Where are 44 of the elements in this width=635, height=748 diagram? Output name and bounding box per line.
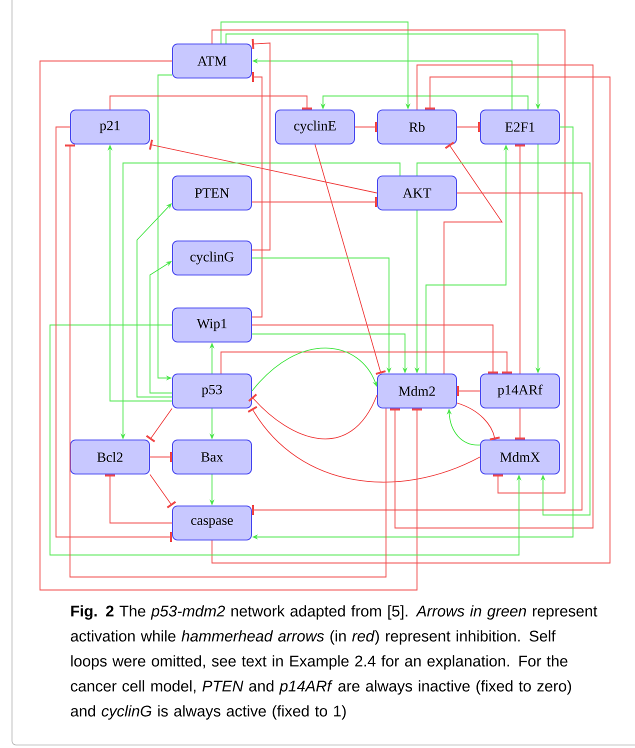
inhibition-arrow	[212, 30, 566, 494]
caption: Fig. 2 The p53-mdm2 network adapted from [5]. Arrows in green represent activation while hammerhead arrows (in red) represent inhibition. Self loops were omitted, see text in Example 2.4 for an explanation. For the cancer cell model, PTEN and p14ARf are always inactive (fixed to zero) and cyclinG is always active (fixed to 1)	[70, 605, 598, 720]
inhibition-arrow	[220, 352, 512, 374]
inhibition-arrow	[105, 474, 172, 524]
inhibition-arrow	[248, 394, 378, 440]
activation-arrow	[150, 261, 172, 394]
gene-box: p21	[70, 110, 150, 144]
inhibition-arrow	[444, 142, 503, 374]
gene-box: Rb	[377, 110, 457, 144]
gene-box: PTEN	[172, 176, 252, 210]
gene-box: Mdm2	[377, 374, 457, 408]
gene-box: AKT	[377, 176, 457, 210]
gene-box: Bcl2	[70, 440, 150, 474]
gene-box: p53	[172, 374, 252, 408]
inhibition-arrow	[515, 144, 525, 374]
inhibition-arrow	[390, 64, 594, 528]
inhibition-arrow	[56, 126, 172, 542]
inhibition-arrow	[110, 96, 312, 110]
activation-arrow	[136, 203, 172, 398]
inhibition-arrow	[457, 386, 480, 396]
inhibition-arrow	[456, 122, 480, 132]
inhibition-arrow	[252, 192, 582, 515]
gene-box: cyclinE	[275, 110, 355, 144]
inhibition-arrow	[252, 38, 270, 250]
gene-box: E2F1	[480, 110, 560, 144]
gene-box: Bax	[172, 440, 252, 474]
inhibition-arrow	[515, 408, 525, 440]
activation-arrow	[252, 348, 378, 392]
gene-box: Wip1	[172, 308, 252, 342]
inhibition-arrow	[40, 60, 422, 590]
activation-arrow	[416, 162, 590, 516]
gene-box: MdmX	[480, 440, 560, 474]
inhibition-arrow	[212, 76, 610, 564]
inhibition-arrow	[65, 144, 386, 578]
inhibition-arrow	[252, 72, 262, 318]
gene-box: caspase	[172, 506, 252, 540]
gene-box: cyclinG	[172, 240, 252, 276]
inhibition-arrow	[354, 122, 377, 132]
inhibition-arrow	[252, 324, 498, 374]
inhibition-arrow	[314, 144, 386, 375]
inhibition-arrow	[150, 452, 172, 462]
gene-box: p14ARf	[480, 374, 560, 408]
inhibition-arrow	[252, 197, 377, 207]
gene-box: ATM	[172, 44, 252, 78]
